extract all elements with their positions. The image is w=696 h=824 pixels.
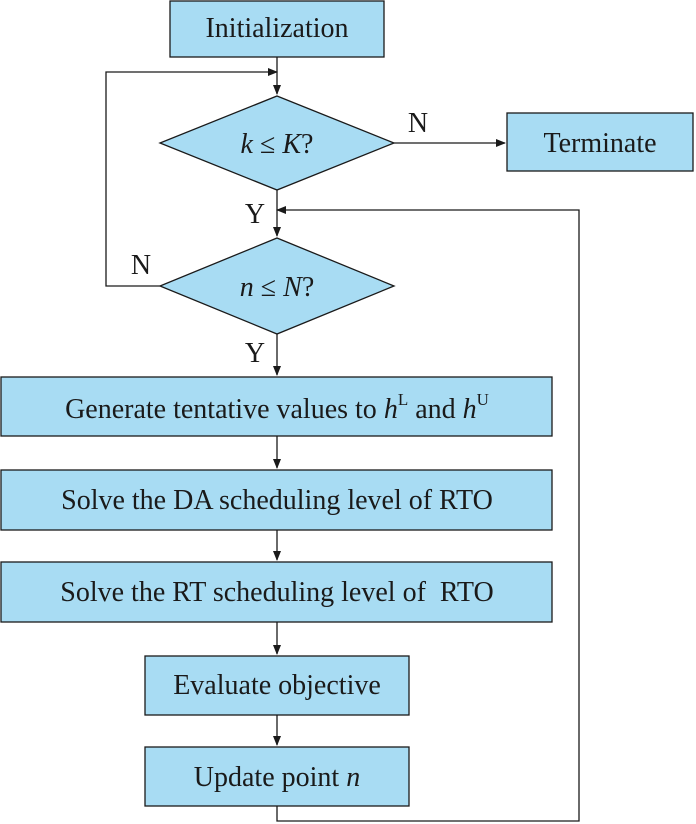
decision-n-label: n ≤ N? <box>240 272 315 303</box>
edge-label-k-no: N <box>408 108 428 139</box>
decision-k-le-K: k ≤ K? <box>158 95 396 191</box>
update-label: Update point n <box>194 762 360 793</box>
node-evaluate-objective: Evaluate objective <box>144 655 410 716</box>
node-solve-da: Solve the DA scheduling level of RTO <box>0 469 553 531</box>
loop-update-back-to-n <box>276 206 580 822</box>
connectors <box>105 57 580 822</box>
node-generate-tentative-values: Generate tentative values to hL and hU <box>0 376 553 437</box>
node-initialization: Initialization <box>169 0 385 58</box>
decision-k-label: k ≤ K? <box>241 129 314 160</box>
terminate-label: Terminate <box>543 128 656 159</box>
node-solve-rt: Solve the RT scheduling level of RTO <box>0 561 553 623</box>
solve-da-label: Solve the DA scheduling level of RTO <box>61 485 493 516</box>
solve-rt-label: Solve the RT scheduling level of RTO <box>60 577 493 608</box>
decision-n-le-N: n ≤ N? <box>158 237 396 335</box>
node-update-point: Update point n <box>144 746 410 807</box>
evaluate-label: Evaluate objective <box>173 670 381 701</box>
initialization-label: Initialization <box>205 13 348 44</box>
generate-label: Generate tentative values to hL and hU <box>65 390 489 425</box>
edge-label-k-yes: Y <box>245 199 265 230</box>
loop-n-no-back-to-k <box>105 68 278 287</box>
edge-label-n-no: N <box>131 250 151 281</box>
edge-label-n-yes: Y <box>245 338 265 369</box>
node-terminate: Terminate <box>506 112 694 172</box>
